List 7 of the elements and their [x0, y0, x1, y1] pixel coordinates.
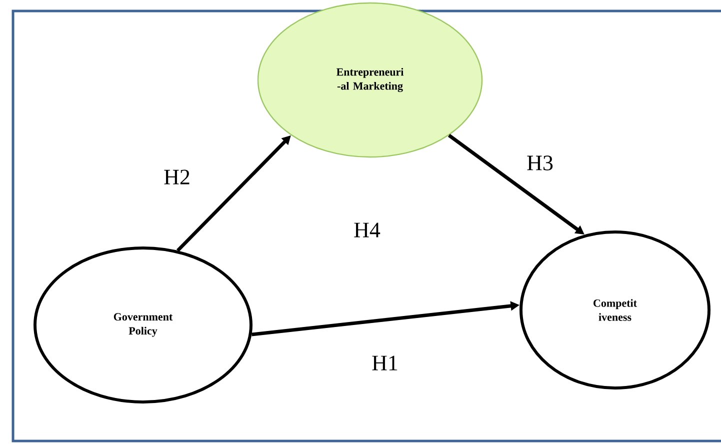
hypothesis-label: H4: [354, 222, 380, 238]
edge-label: H1: [372, 356, 398, 370]
edge-label: H3: [527, 156, 553, 170]
edge-label: H2: [164, 170, 190, 184]
ellipse-node: Entrepreneuri -al Marketing: [257, 2, 483, 158]
ellipse-node: Government Policy: [34, 246, 252, 404]
ellipse-node: Competit iveness: [520, 230, 710, 390]
